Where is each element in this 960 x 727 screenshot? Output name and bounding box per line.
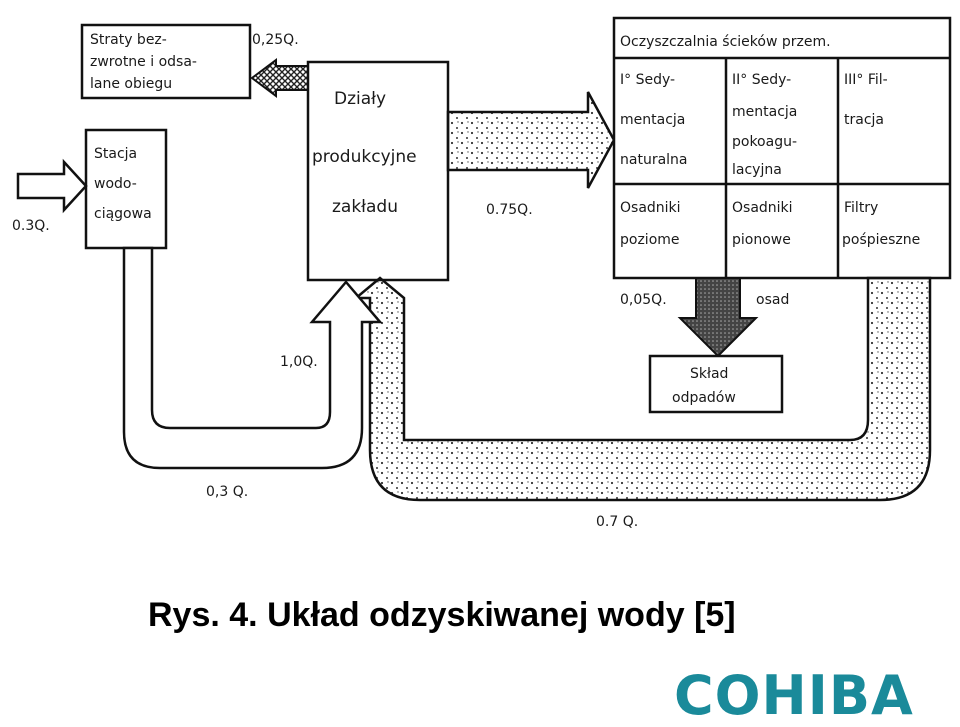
fresh-water-loop	[122, 246, 383, 470]
treatment-title: Oczyszczalnia ścieków przem.	[620, 34, 831, 50]
station-line-1: Stacja	[94, 146, 137, 162]
losses-flow-label-text: 0,25Q.	[252, 32, 299, 48]
production-line-3: zakładu	[332, 197, 398, 217]
device-3-line-1: Filtry	[844, 200, 878, 216]
station-line-3: ciągowa	[94, 206, 152, 222]
stage-2-line-4: lacyjna	[732, 162, 782, 178]
inflow-arrow	[16, 158, 88, 214]
losses-arrow	[250, 58, 309, 98]
device-1-line-1: Osadniki	[620, 200, 681, 216]
waste-store-box: Skład odpadów	[648, 354, 784, 414]
total-in-label: 1,0Q.	[280, 354, 318, 370]
sludge-label: osad	[756, 292, 789, 308]
production-line-1: Działy	[334, 89, 386, 109]
device-2-line-1: Osadniki	[732, 200, 793, 216]
losses-box: Straty bez- zwrotne i odsa- lane obiegu	[80, 23, 252, 100]
stage-3-line-2: tracja	[844, 112, 884, 128]
cohiba-logo: COHIBA	[674, 664, 914, 727]
losses-line-3: lane obiegu	[90, 76, 172, 92]
stage-2-line-1: II° Sedy-	[732, 72, 791, 88]
figure-caption: Rys. 4. Układ odzyskiwanej wody [5]	[148, 596, 736, 634]
to-treatment-label: 0.75Q.	[486, 202, 533, 218]
stage-3-line-1: III° Fil-	[844, 72, 888, 88]
device-2-line-2: pionowe	[732, 232, 791, 248]
stage-1-line-1: I° Sedy-	[620, 72, 675, 88]
losses-line-1: Straty bez-	[90, 32, 167, 48]
recycled-loop	[352, 276, 932, 502]
stage-2-line-2: mentacja	[732, 104, 797, 120]
production-box: Działy produkcyjne zakładu	[306, 60, 450, 282]
waste-line-1: Skład	[690, 366, 728, 382]
inflow-label: 0.3Q.	[12, 218, 50, 234]
stage-2-line-3: pokoagu-	[732, 134, 797, 150]
water-station-box: Stacja wodo- ciągowa	[84, 128, 168, 250]
stage-1-line-3: naturalna	[620, 152, 688, 168]
device-3-line-2: pośpieszne	[842, 232, 920, 248]
waste-line-2: odpadów	[672, 390, 736, 406]
sludge-arrow	[677, 277, 759, 358]
stage-1-line-2: mentacja	[620, 112, 685, 128]
station-line-2: wodo-	[94, 176, 137, 192]
recycled-label: 0.7 Q.	[596, 514, 638, 530]
device-1-line-2: poziome	[620, 232, 680, 248]
treatment-plant: Oczyszczalnia ścieków przem. I° Sedy- me…	[612, 16, 952, 280]
to-treatment-arrow	[446, 91, 616, 189]
fresh-return-label: 0,3 Q.	[206, 484, 248, 500]
sludge-q-label: 0,05Q.	[620, 292, 667, 308]
losses-line-2: zwrotne i odsa-	[90, 54, 197, 70]
production-line-2: produkcyjne	[312, 147, 417, 167]
